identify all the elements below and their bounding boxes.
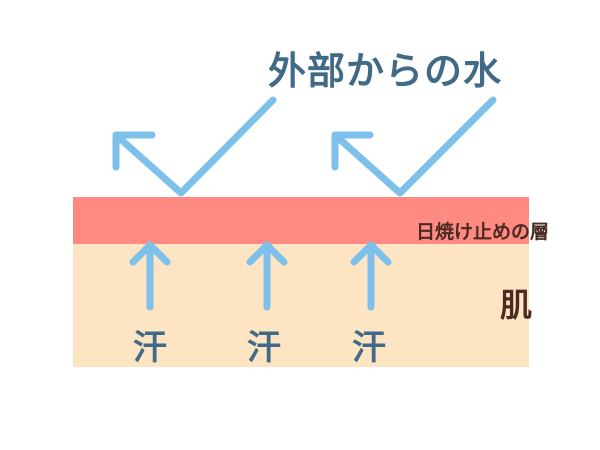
sunscreen-layer bbox=[73, 197, 529, 244]
sweat-label-1: 汗 bbox=[133, 328, 167, 368]
sweat-label-3: 汗 bbox=[352, 328, 386, 368]
sunscreen-layer-label: 日焼け止めの層 bbox=[416, 221, 550, 243]
water-deflect-arrowhead-1 bbox=[112, 131, 156, 171]
diagram-title: 外部からの水 bbox=[268, 49, 503, 93]
water-deflect-arrowhead-2 bbox=[331, 131, 374, 171]
sweat-arrowhead-1 bbox=[129, 241, 171, 266]
sweat-label-2: 汗 bbox=[247, 328, 281, 368]
sweat-arrowhead-2 bbox=[246, 241, 288, 266]
water-deflect-arrow-1 bbox=[112, 96, 277, 197]
water-deflect-arrow-2 bbox=[331, 96, 497, 197]
sweat-arrowhead-3 bbox=[350, 241, 392, 266]
skin-label: 肌 bbox=[500, 286, 533, 324]
